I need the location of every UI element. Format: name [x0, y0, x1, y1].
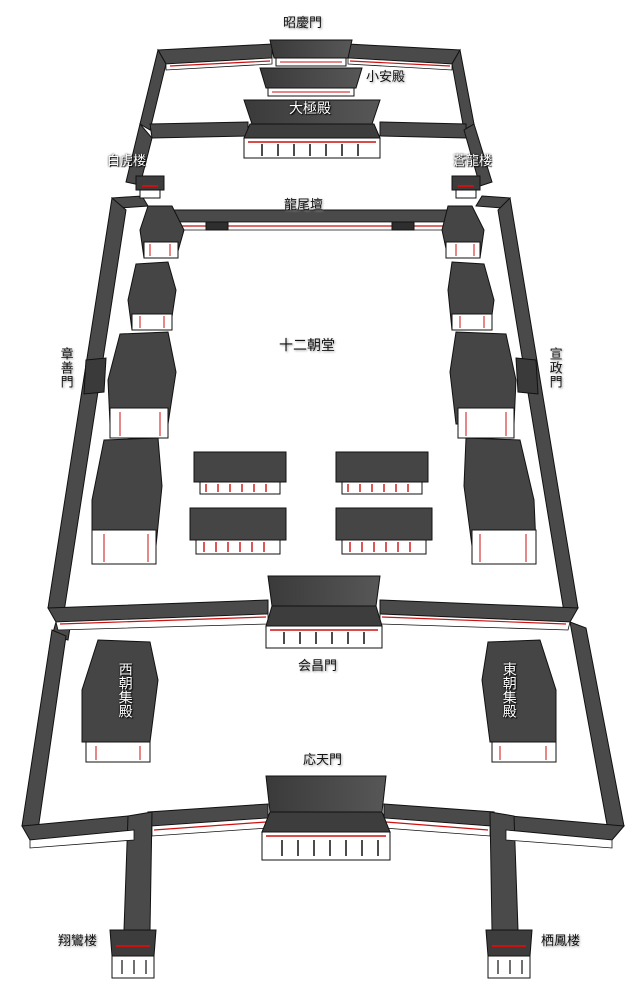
shokei-gate-building [269, 39, 353, 67]
soryu-tower-building [451, 175, 481, 199]
label-byakko-tower: 白虎楼 [107, 154, 147, 169]
ryubi-gatehouses [205, 221, 415, 231]
central-hall-nw [193, 451, 287, 495]
shoran-tower-building [109, 929, 157, 979]
central-hall-ne [335, 451, 429, 495]
south-west-wall [21, 629, 67, 831]
label-shokei-gate: 昭慶門 [283, 16, 323, 31]
side-gates [83, 357, 539, 395]
shoan-hall-building [259, 67, 363, 97]
label-soryu-tower: 蒼龍楼 [453, 154, 493, 169]
west-chodo-halls [91, 205, 185, 565]
east-choshuden-building [481, 639, 557, 763]
label-outen-gate: 応天門 [303, 753, 343, 768]
central-hall-se [335, 507, 433, 555]
label-kaisho-gate: 会昌門 [298, 659, 338, 674]
label-sensei-gate: 宣政門 [546, 347, 562, 389]
north-east-corridor [451, 48, 475, 131]
west-wing-corridor [123, 811, 153, 931]
daigoku-hall-building [243, 99, 381, 159]
kaisho-gate-building [265, 575, 383, 649]
west-choshuden-building [81, 639, 159, 763]
label-juni-chodo: 十二朝堂 [279, 338, 335, 354]
central-hall-sw [189, 507, 287, 555]
seiho-tower-building [485, 929, 533, 979]
label-shozen-gate: 章善門 [57, 347, 73, 389]
label-shoran-tower: 翔鸞楼 [58, 934, 98, 949]
label-seiho-tower: 栖鳳楼 [541, 934, 581, 949]
label-shoan-hall: 小安殿 [366, 70, 406, 85]
central-halls [189, 451, 433, 555]
label-ryubi-platform: 龍尾壇 [284, 198, 324, 213]
byakko-tower-building [135, 175, 165, 199]
label-west-choshuden: 西朝集殿 [116, 662, 133, 718]
outen-gate-building [261, 775, 391, 861]
corridor-walls [21, 43, 626, 931]
north-west-corridor [139, 48, 167, 131]
inner-corridor-west [149, 121, 249, 139]
south-east-wall [569, 621, 625, 831]
east-chodo-halls [441, 205, 537, 565]
east-wing-corridor [489, 811, 519, 931]
inner-corridor-east [379, 121, 467, 139]
label-east-choshuden: 東朝集殿 [500, 662, 517, 718]
label-daigoku-hall: 大極殿 [289, 101, 331, 117]
